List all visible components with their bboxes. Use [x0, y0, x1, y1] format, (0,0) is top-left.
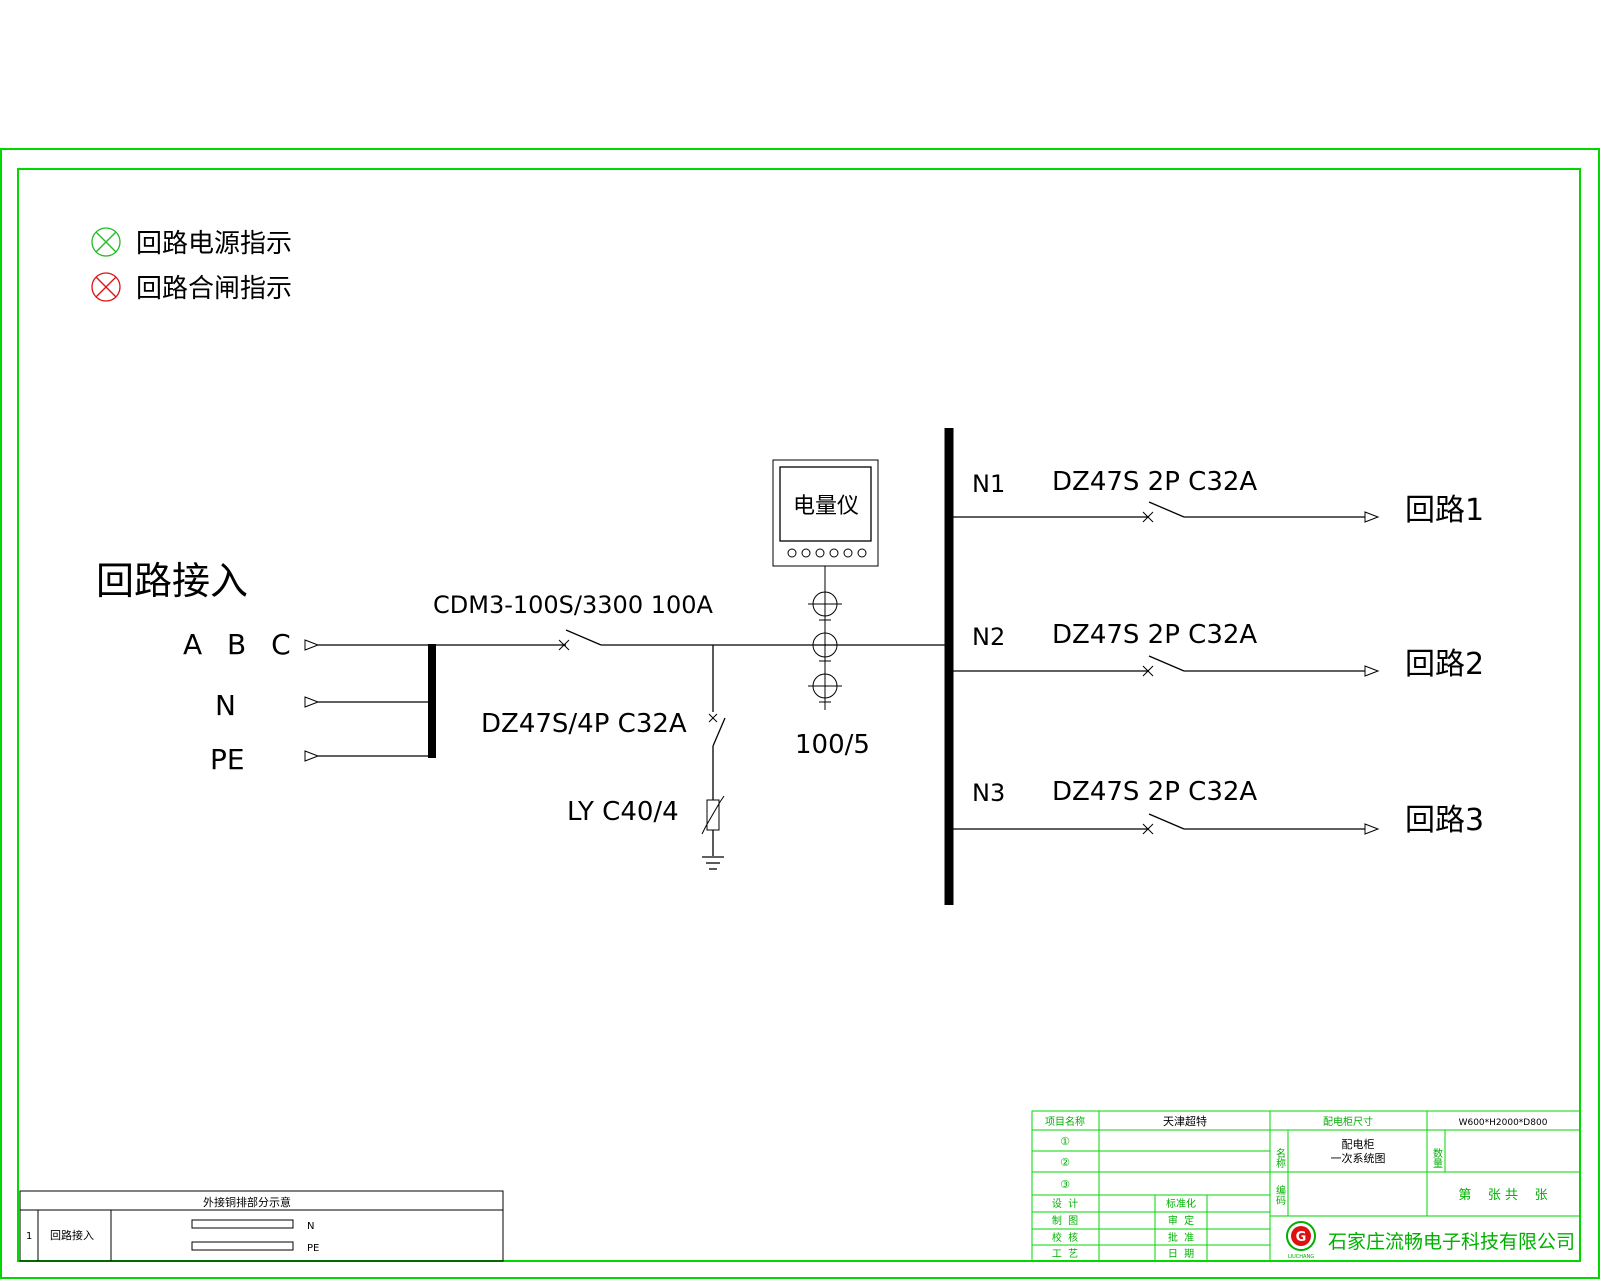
tb-row-date: 日 期	[1168, 1248, 1194, 1260]
tb-size-label: 配电柜尺寸	[1323, 1115, 1373, 1128]
incoming-terminals	[304, 639, 432, 762]
busbar-sketch-number: 1	[26, 1231, 32, 1242]
ct-ratio-label: 100/5	[795, 730, 870, 760]
branch-n3: N3 DZ47S 2P C32A 回路3	[953, 777, 1484, 838]
branch-n1: N1 DZ47S 2P C32A 回路1	[953, 467, 1484, 528]
power-indicator-icon	[91, 227, 121, 257]
branch-output-label: 回路2	[1405, 647, 1484, 682]
incoming-n-label: N	[215, 689, 236, 722]
tb-row-std: 标准化	[1166, 1197, 1196, 1210]
surge-arrester-symbol	[701, 795, 725, 856]
tb-code-label: 编码	[1274, 1184, 1286, 1206]
busbar-sketch-n: N	[307, 1221, 314, 1232]
tb-row-draw: 制 图	[1052, 1214, 1078, 1227]
branch-output-label: 回路3	[1405, 803, 1484, 838]
busbar-sketch-title: 外接铜排部分示意	[203, 1195, 291, 1209]
meter-label: 电量仪	[793, 494, 859, 519]
spd-breaker-label: DZ47S/4P C32A	[481, 709, 687, 739]
tb-circle-2: ②	[1060, 1156, 1070, 1169]
tb-size-value: W600*H2000*D800	[1459, 1118, 1548, 1128]
tb-row-review: 审 定	[1168, 1214, 1194, 1227]
inner-frame	[17, 168, 1581, 1262]
branch-n2: N2 DZ47S 2P C32A 回路2	[953, 620, 1484, 682]
branch-bus-label: N2	[972, 623, 1005, 651]
company-name: 石家庄流畅电子科技有限公司	[1328, 1231, 1575, 1253]
branch-breaker-label: DZ47S 2P C32A	[1052, 467, 1257, 497]
tb-row-process: 工 艺	[1052, 1248, 1078, 1260]
busbar-sketch-pe: PE	[307, 1243, 319, 1254]
tb-circle-3: ③	[1060, 1178, 1070, 1191]
tb-project-label: 项目名称	[1045, 1115, 1085, 1128]
closing-indicator-icon	[91, 272, 121, 302]
legend-closing-label: 回路合闸指示	[136, 274, 292, 304]
logo-subtext: LIUCHANG	[1288, 1254, 1314, 1260]
spd-breaker-symbol	[708, 645, 726, 800]
tb-row-design: 设 计	[1052, 1197, 1078, 1210]
tb-name-value-1: 配电柜	[1342, 1138, 1375, 1151]
branch-output-label: 回路1	[1405, 493, 1484, 528]
tb-circle-1: ①	[1060, 1135, 1070, 1148]
legend-power-label: 回路电源指示	[136, 229, 292, 259]
busbar-sketch-name: 回路接入	[50, 1229, 94, 1242]
power-meter	[772, 459, 879, 710]
tb-sheet: 第 张 共 张	[1458, 1188, 1547, 1203]
incoming-title: 回路接入	[96, 559, 248, 603]
branch-bus-label: N3	[972, 779, 1005, 807]
branch-breaker-label: DZ47S 2P C32A	[1052, 777, 1257, 807]
tb-row-approve: 批 准	[1168, 1231, 1194, 1244]
logo-letter: G	[1296, 1230, 1307, 1245]
current-transformers	[808, 591, 842, 703]
legend: 回路电源指示 回路合闸指示	[91, 227, 292, 304]
incoming-pe-label: PE	[210, 743, 245, 776]
outer-frame	[0, 148, 1600, 1279]
spd-label: LY C40/4	[567, 797, 679, 827]
tb-qty-label: 数量	[1431, 1147, 1443, 1168]
main-breaker-label: CDM3-100S/3300 100A	[433, 591, 714, 619]
tb-name-label: 名称	[1274, 1147, 1286, 1169]
branch-breaker-label: DZ47S 2P C32A	[1052, 620, 1257, 650]
branch-bus-label: N1	[972, 470, 1005, 498]
main-breaker-symbol	[432, 629, 949, 651]
company-logo-icon	[1286, 1221, 1316, 1251]
tb-name-value-2: 一次系统图	[1331, 1151, 1386, 1165]
incoming-abc-label: A B C	[183, 628, 299, 661]
tb-row-check: 校 核	[1052, 1231, 1078, 1244]
tb-project-value: 天津超特	[1163, 1114, 1207, 1128]
busbar-sketch-table	[19, 1190, 504, 1262]
ground-icon	[702, 856, 724, 870]
title-block: 项目名称 天津超特 配电柜尺寸 W600*H2000*D800 ① ② ③ 名称…	[1031, 1110, 1581, 1262]
